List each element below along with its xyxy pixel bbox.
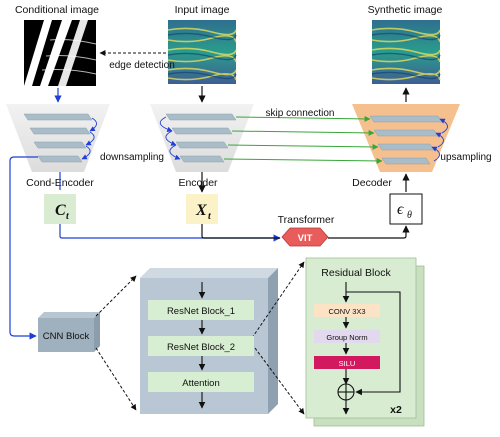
ct-symbol: C xyxy=(55,202,66,219)
xt-to-vit-line xyxy=(201,224,280,239)
vit-to-eps-line xyxy=(328,225,410,239)
resnet-block-2-label: ResNet Block_2 xyxy=(167,342,235,353)
decoder xyxy=(352,104,460,172)
vit-block: VIT xyxy=(281,227,329,247)
theta-subscript: θ xyxy=(407,210,412,221)
cnn-block: CNN Block xyxy=(38,312,100,352)
residual-connector-bottom xyxy=(251,343,305,415)
resnet-block-1-label: ResNet Block_1 xyxy=(167,306,235,317)
downsampling-label: downsampling xyxy=(100,152,164,163)
encoder-label: Encoder xyxy=(178,177,218,189)
conditional-image xyxy=(24,20,97,86)
vit-label: VIT xyxy=(298,233,313,244)
silu-layer: SILU xyxy=(314,356,380,369)
attention-block: Attention xyxy=(148,372,254,392)
ct-to-vit-line xyxy=(59,224,281,242)
transformer-label: Transformer xyxy=(278,214,335,226)
cnn-block-label: CNN Block xyxy=(43,331,90,342)
xt-box: X t xyxy=(186,194,218,224)
cnn-detail-connector-top xyxy=(95,275,137,317)
epsilon-symbol: ϵ xyxy=(397,201,404,218)
synthetic-image-title: Synthetic image xyxy=(368,4,443,16)
cond-encoder xyxy=(6,104,110,172)
epsilon-theta-box: ϵ θ xyxy=(389,193,423,225)
input-image-title: Input image xyxy=(175,4,230,16)
group-norm-layer: Group Norm xyxy=(314,330,380,343)
cond-to-cnn-line xyxy=(9,156,38,340)
edge-detection-label: edge detection xyxy=(109,60,175,71)
silu-label: SILU xyxy=(339,359,356,368)
decoder-label: Decoder xyxy=(352,177,392,189)
residual-skip-path xyxy=(346,291,401,396)
ct-subscript: t xyxy=(66,211,70,222)
synthetic-image xyxy=(371,20,441,84)
group-norm-label: Group Norm xyxy=(326,333,367,342)
add-icon xyxy=(337,383,355,401)
conv-layer: CONV 3X3 xyxy=(314,304,380,317)
cnn-detail-connector-bottom xyxy=(95,347,137,411)
repeat-label: x2 xyxy=(390,404,402,416)
encoder xyxy=(150,104,254,172)
conv-layer-label: CONV 3X3 xyxy=(328,307,365,316)
xt-symbol: X xyxy=(195,202,207,219)
residual-connector-top xyxy=(251,261,305,339)
resnet-block-1: ResNet Block_1 xyxy=(148,300,254,320)
skip-connection-label: skip connection xyxy=(266,108,335,119)
skip-connections xyxy=(223,115,383,164)
resnet-block-2: ResNet Block_2 xyxy=(148,336,254,356)
conditional-image-title: Conditional image xyxy=(15,4,99,16)
input-image xyxy=(167,20,237,84)
ct-box: C t xyxy=(44,194,76,224)
upsampling-label: upsampling xyxy=(440,152,491,163)
residual-block-title: Residual Block xyxy=(321,267,391,279)
attention-label: Attention xyxy=(182,378,220,389)
xt-subscript: t xyxy=(208,211,212,222)
